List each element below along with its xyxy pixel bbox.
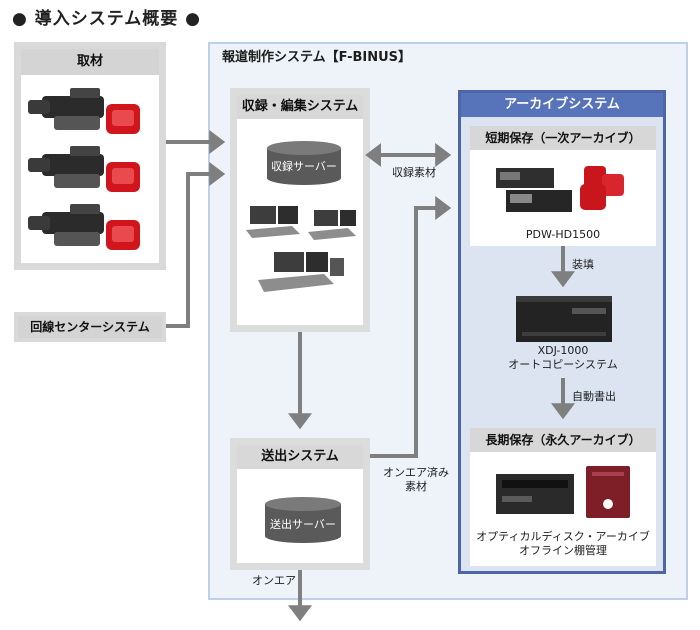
edit-station-icon [308,210,356,240]
oda-line1: オプティカルディスク・アーカイブ [476,530,650,543]
camera-icon [28,146,140,192]
deck-icon [496,168,572,212]
camera-illustrations [28,88,140,250]
arrow-kaisen-to-shuroku [166,162,226,328]
disc-cartridge-icon [580,166,624,210]
long-term-title: 長期保存（永久アーカイブ） [470,428,656,452]
houdou-title: 報道制作システム【F-BINUS】 [222,50,412,65]
edit-station-icon [258,252,344,292]
pdw-label: PDW-HD1500 [525,228,601,241]
label-shuroku-material: 収録素材 [392,166,436,179]
label-onair: オンエア [252,574,296,587]
label-onair-material: オンエア済み 素材 [378,466,454,494]
archive-title: アーカイブシステム [461,93,663,117]
shuroku-box: 収録・編集システム [230,88,370,332]
page-title: ● 導入システム概要 ● [12,9,201,29]
label-soukou: 装填 [572,258,594,271]
edit-stations-illustration [246,206,356,292]
soshutsu-server: 送出サーバー [265,497,341,543]
shuroku-server-label: 収録サーバー [271,159,337,173]
xdj-model: XDJ-1000 [537,344,589,357]
oda-line2: オフライン棚管理 [519,544,607,557]
oda-drive-icon [496,474,574,514]
kaisen-box: 回線センターシステム [14,312,166,342]
shuroku-title: 収録・編集システム [237,95,363,119]
xdj-desc: オートコピーシステム [508,358,618,371]
oda-illustration [496,466,630,518]
edit-station-icon [246,206,300,238]
soshutsu-title: 送出システム [237,445,363,469]
label-onair-material-2: 素材 [405,480,427,493]
label-onair-material-1: オンエア済み [383,466,449,479]
shuzai-title: 取材 [21,49,159,75]
shuroku-server: 収録サーバー [267,141,341,185]
oda-label: オプティカルディスク・アーカイブ オフライン棚管理 [470,530,656,558]
xdj-label: XDJ-1000 オートコピーシステム [470,344,656,372]
xdj-illustration [516,296,612,342]
arrow-soshutsu-to-archive [370,196,452,458]
camera-icon [28,204,140,250]
pdw-deck-illustration [496,166,624,212]
kaisen-title: 回線センターシステム [30,320,150,334]
soshutsu-box: 送出システム [230,438,370,570]
oda-cartridge-icon [586,466,630,518]
camera-icon [28,88,140,134]
soshutsu-server-label: 送出サーバー [270,517,336,531]
short-term-title: 短期保存（一次アーカイブ） [470,126,656,150]
label-auto-write: 自動書出 [572,390,616,403]
